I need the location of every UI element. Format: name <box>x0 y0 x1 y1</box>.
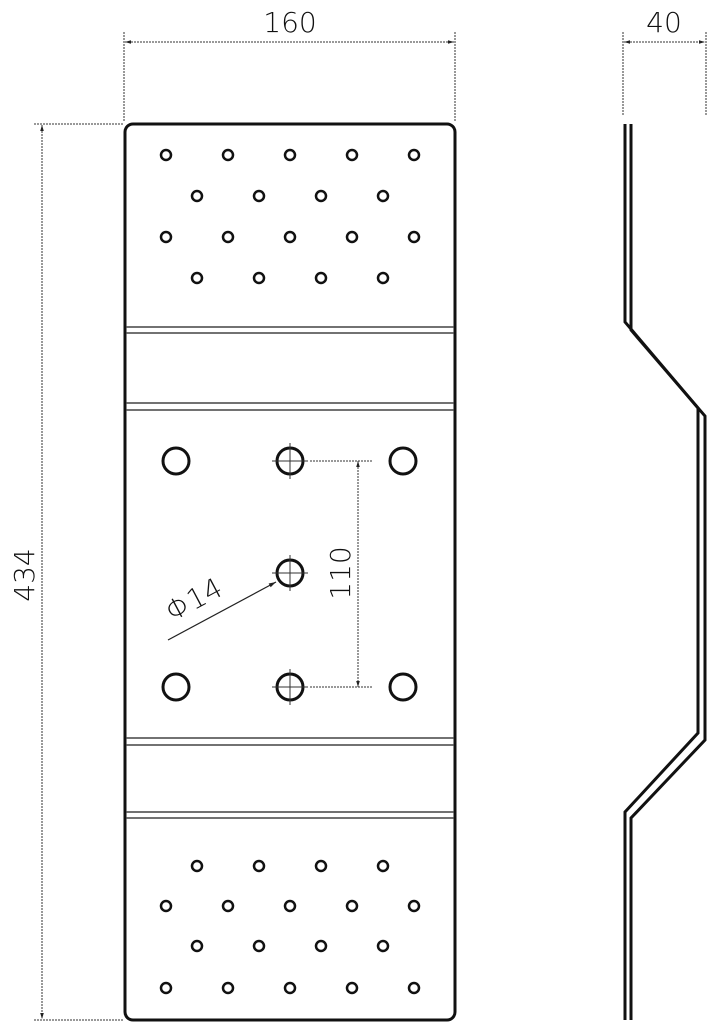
nail-hole <box>314 189 328 203</box>
bolt-hole <box>388 446 418 476</box>
nail-hole <box>407 230 421 244</box>
nail-hole <box>283 899 297 913</box>
nail-holes <box>159 148 421 995</box>
nail-hole <box>159 148 173 162</box>
nail-hole <box>345 899 359 913</box>
nail-hole <box>190 189 204 203</box>
dimension-diameter: Φ14 <box>160 571 277 641</box>
nail-hole <box>345 981 359 995</box>
dimension-110: 110 <box>310 460 372 688</box>
bolt-hole <box>161 672 191 702</box>
dimension-height: 434 <box>8 123 124 1021</box>
side-view: 40 <box>622 6 707 1020</box>
hole-spacing-label: 110 <box>324 546 357 599</box>
profile-outer <box>623 124 700 1020</box>
bolt-holes <box>161 443 418 705</box>
width-label: 160 <box>263 6 316 39</box>
nail-hole <box>190 859 204 873</box>
nail-hole <box>376 939 390 953</box>
nail-hole <box>252 189 266 203</box>
dimension-width: 160 <box>123 6 456 122</box>
nail-hole <box>159 899 173 913</box>
front-view: 110 Φ14 160 434 <box>8 6 457 1022</box>
nail-hole <box>221 981 235 995</box>
nail-hole <box>221 148 235 162</box>
nail-hole <box>407 148 421 162</box>
depth-label: 40 <box>646 6 682 39</box>
nail-hole <box>314 859 328 873</box>
nail-hole <box>345 148 359 162</box>
bolt-hole <box>388 672 418 702</box>
nail-hole <box>376 859 390 873</box>
nail-hole <box>159 230 173 244</box>
nail-hole <box>407 899 421 913</box>
bolt-hole <box>161 446 191 476</box>
nail-hole <box>345 230 359 244</box>
nail-hole <box>190 271 204 285</box>
nail-hole <box>283 230 297 244</box>
nail-hole <box>283 148 297 162</box>
nail-hole <box>252 939 266 953</box>
nail-hole <box>190 939 204 953</box>
nail-hole <box>376 189 390 203</box>
nail-hole <box>221 230 235 244</box>
nail-hole <box>252 271 266 285</box>
profile-inner <box>629 124 707 1020</box>
nail-hole <box>283 981 297 995</box>
nail-hole <box>159 981 173 995</box>
nail-hole <box>314 939 328 953</box>
nail-hole <box>376 271 390 285</box>
bend-lines <box>126 326 454 819</box>
nail-hole <box>314 271 328 285</box>
height-label: 434 <box>8 548 41 601</box>
hole-diameter-label: Φ14 <box>160 571 228 628</box>
plate-outline <box>123 122 457 1022</box>
nail-hole <box>221 899 235 913</box>
nail-hole <box>407 981 421 995</box>
nail-hole <box>252 859 266 873</box>
dimension-depth: 40 <box>622 6 707 115</box>
